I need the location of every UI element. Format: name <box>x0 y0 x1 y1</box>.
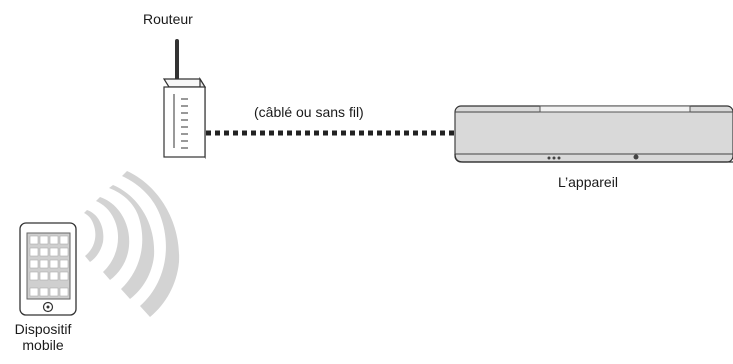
mobile-device-label-line1: Dispositif <box>14 321 72 337</box>
wireless-signal-icon <box>84 171 180 317</box>
router-icon <box>162 39 207 160</box>
mobile-device-label-line2: mobile <box>22 337 64 353</box>
appliance-label: L’appareil <box>558 174 618 190</box>
mobile-device-label: Dispositif mobile <box>6 321 80 353</box>
connection-label: (câblé ou sans fil) <box>254 104 364 120</box>
appliance-icon <box>454 105 733 163</box>
mobile-device-icon <box>19 222 77 316</box>
router-label: Routeur <box>143 11 193 27</box>
